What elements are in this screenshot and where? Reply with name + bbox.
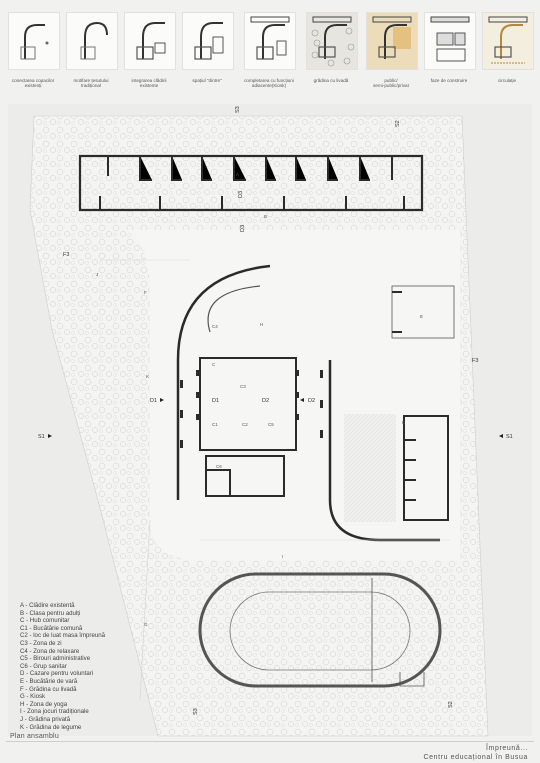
legend-item: A - Clădire existentă [20,602,75,609]
section-label: D2 [308,398,315,404]
concept-step-label: conectarea copacilor existenți [11,78,55,89]
site-concept-thumb [366,12,418,70]
concept-step-label: faze de construire [430,78,468,83]
concept-step-label: grădina cu livadă [313,78,349,83]
zone-label: C4 [212,324,218,329]
legend-item: C5 - Birouri administrative [20,655,91,663]
site-concept-thumb [306,12,358,70]
oval-pavilion [198,572,442,688]
section-label: D3 [240,225,246,232]
legend-item: D - Cazare pentru voluntari [20,670,94,678]
concept-step-5: completarea cu funcțiuni adiacente(Kiosk… [240,8,298,92]
zone-label: D [402,420,406,425]
legend-item: J - Grădina privată [20,715,71,723]
concept-step-label: motifare țesutului tradițional [73,78,109,89]
site-concept-thumb [482,12,534,70]
section-label: S2 [395,120,401,127]
legend-item: B - Clasa pentru adulți [20,609,81,617]
zone-label: G [144,622,148,627]
section-label: S2 [448,701,454,708]
section-label: D1 [150,398,157,404]
legend-item: C3 - Zona de zi [20,639,62,647]
site-concept-thumb [66,12,118,70]
section-markers: S1 S1 S2 S2 S3 S3 D1 D1 D2 D2 D3 D3 F3 F… [38,106,513,715]
zone-label: E [420,314,423,319]
section-label: S3 [235,106,241,113]
section-label: D1 [212,398,219,404]
concept-step-label: public/ semi-public/privat [373,78,409,89]
concept-step-label: completarea cu funcțiuni adiacente(Kiosk… [244,78,294,89]
concept-step-7: public/ semi-public/privat [362,8,420,92]
zone-label: I [282,554,283,559]
existing-building-rooms [99,156,405,210]
legend-item: I - Zona jocuri tradiționale [20,708,89,716]
legend-item: G - Kiosk [20,693,46,701]
legend-item: H - Zona de yoga [20,700,68,708]
zone-label: C1 [212,422,218,427]
garden-patch [344,414,396,522]
plan-legend: A - Clădire existentă B - Clasa pentru a… [20,602,180,731]
concept-step-label: circulație [497,78,517,83]
volunteer-housing-d [403,415,449,521]
legend-item: C6 - Grup sanitar [20,662,67,670]
legend-item: C2 - loc de luat masa împreună [20,632,106,640]
concept-step-8: faze de construire [420,8,478,92]
zone-labels: A B C C1 C2 C3 C4 C5 C6 D E F G H I J K [96,172,423,627]
zone-label: C6 [216,464,222,469]
footpaths [100,259,450,701]
zone-label: A [236,172,239,177]
footer-divider [6,741,534,742]
concept-step-9: circulație [478,8,536,92]
project-title-line-1: Împreună... [485,745,528,752]
concept-step-1: conectarea copacilor existenți [4,8,62,92]
plan-title: Plan ansamblu [10,733,59,740]
zone-label: C2 [242,422,248,427]
section-label: D3 [238,191,244,198]
section-label: S3 [193,708,199,715]
community-hub-c [199,357,297,497]
concept-step-label: integrarea clădirii existente [131,78,167,89]
legend-item: E - Bucătărie de vară [20,677,78,685]
legend-item: C4 - Zona de relaxare [20,647,80,655]
legend-item: C - Hub comunitar [20,617,70,625]
section-label: D2 [262,398,269,404]
section-label: F3 [63,252,69,258]
zone-label: C5 [268,422,274,427]
project-title: Împreună... Centru educațional în Busua [423,744,528,762]
site-concept-thumb [124,12,176,70]
zone-label: K [146,374,149,379]
summer-kitchen-e [391,285,455,339]
concept-step-2: motifare țesutului tradițional [62,8,120,92]
concept-diagram-strip: conectarea copacilor existenți motifare … [0,0,540,100]
concept-step-3: integrarea clădirii existente [120,8,178,92]
zone-label: B [264,214,267,219]
zone-label: C3 [240,384,246,389]
section-label: S1 [506,434,513,440]
zone-label: C [212,362,216,367]
legend-item: F - Grădina cu livadă [20,685,77,693]
existing-building-a [78,154,424,212]
curved-wall-inner [207,285,261,333]
legend-item: K - Grădina de legume [20,723,82,731]
curved-wall [176,264,271,500]
concept-step-6: grădina cu livadă [302,8,360,92]
site-concept-thumb [424,12,476,70]
zone-label: F [144,290,147,295]
zone-label: H [260,322,263,327]
hub-columns [180,370,323,448]
legend-item: C1 - Bucătărie comună [20,624,83,632]
section-label: F3 [472,358,478,364]
zone-label: J [96,272,98,277]
section-label: S1 [38,434,45,440]
site-concept-thumb [244,12,296,70]
courtyard-ground [120,230,460,560]
site-concept-thumb [8,12,60,70]
concept-step-label: spațiul "dintre" [192,78,222,83]
project-title-line-2: Centru educațional în Busua [423,754,528,761]
site-concept-thumb [182,12,234,70]
concept-step-4: spațiul "dintre" [178,8,236,92]
